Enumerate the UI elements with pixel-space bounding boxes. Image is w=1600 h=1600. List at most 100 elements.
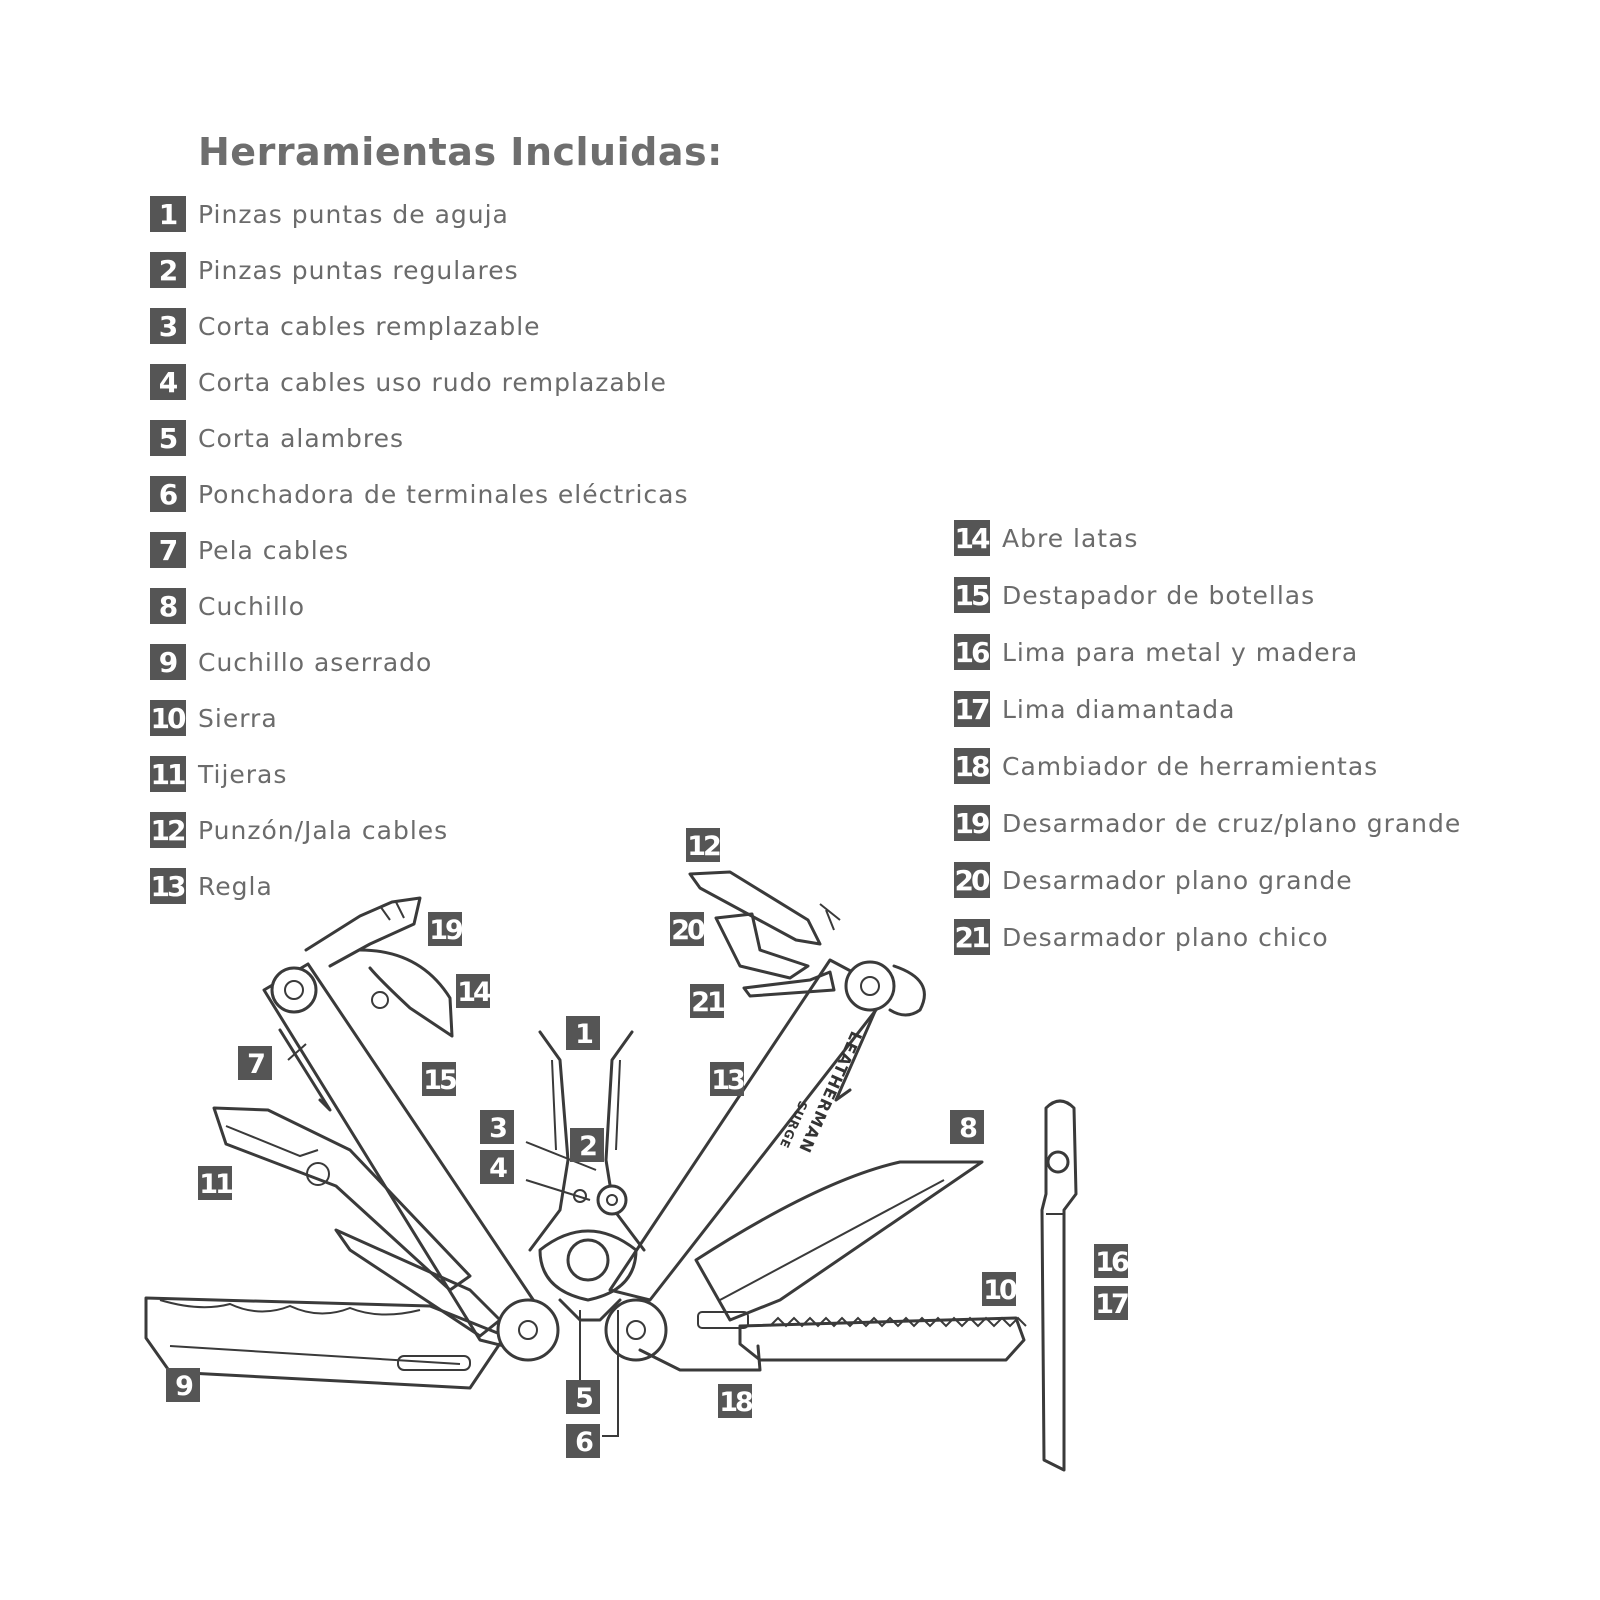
legend-item: 14 Abre latas bbox=[954, 520, 1138, 556]
number-badge: 20 bbox=[954, 862, 990, 898]
legend-label: Corta cables uso rudo remplazable bbox=[198, 367, 667, 397]
number-badge: 6 bbox=[150, 476, 186, 512]
legend-label: Desarmador de cruz/plano grande bbox=[1002, 808, 1462, 838]
number-badge: 9 bbox=[150, 644, 186, 680]
callout-8: 8 bbox=[950, 1110, 984, 1144]
legend-item: 11 Tijeras bbox=[150, 756, 287, 792]
svg-text:3: 3 bbox=[489, 1113, 506, 1144]
legend-item: 17 Lima diamantada bbox=[954, 691, 1235, 727]
callout-10: 10 bbox=[982, 1272, 1020, 1306]
callout-2: 2 bbox=[570, 1128, 604, 1162]
brand-logo-text: LEATHERMAN bbox=[795, 1028, 866, 1156]
number-badge: 1 bbox=[150, 196, 186, 232]
svg-text:17: 17 bbox=[1095, 1289, 1128, 1320]
callout-4: 4 bbox=[480, 1150, 514, 1184]
svg-text:14: 14 bbox=[457, 977, 491, 1008]
scissors-drawing bbox=[212, 1106, 502, 1338]
svg-text:15: 15 bbox=[423, 1065, 456, 1096]
callout-11: 11 bbox=[198, 1166, 235, 1200]
callout-20: 20 bbox=[670, 912, 708, 946]
callout-3: 3 bbox=[480, 1110, 514, 1144]
legend-label: Lima para metal y madera bbox=[1002, 637, 1359, 667]
callout-18: 18 bbox=[718, 1384, 756, 1418]
number-badge: 4 bbox=[150, 364, 186, 400]
leader-lines bbox=[287, 1043, 619, 1437]
number-badge: 12 bbox=[150, 812, 186, 848]
saw-drawing bbox=[738, 1316, 1027, 1362]
number-badge: 2 bbox=[150, 252, 186, 288]
svg-text:2: 2 bbox=[579, 1131, 596, 1162]
legend-label: Regla bbox=[198, 871, 273, 901]
svg-text:21: 21 bbox=[691, 987, 724, 1018]
callout-13: 13 bbox=[710, 1062, 747, 1096]
callout-19: 19 bbox=[428, 912, 466, 946]
legend-item: 6 Ponchadora de terminales eléctricas bbox=[150, 476, 689, 512]
number-badge: 7 bbox=[150, 532, 186, 568]
legend-item: 20 Desarmador plano grande bbox=[954, 862, 1353, 898]
svg-text:8: 8 bbox=[959, 1113, 977, 1144]
legend-label: Desarmador plano grande bbox=[1002, 865, 1353, 895]
svg-text:16: 16 bbox=[1095, 1247, 1129, 1278]
legend-label: Corta alambres bbox=[198, 423, 405, 453]
svg-text:6: 6 bbox=[575, 1427, 593, 1458]
legend-item: 9 Cuchillo aserrado bbox=[150, 644, 432, 680]
svg-text:7: 7 bbox=[247, 1049, 264, 1080]
number-badge: 5 bbox=[150, 420, 186, 456]
svg-text:9: 9 bbox=[175, 1371, 193, 1402]
legend-item: 8 Cuchillo bbox=[150, 588, 305, 624]
legend-label: Cambiador de herramientas bbox=[1002, 751, 1379, 781]
svg-text:4: 4 bbox=[489, 1153, 507, 1184]
number-badge: 14 bbox=[954, 520, 990, 556]
legend-item: 12 Punzón/Jala cables bbox=[150, 812, 448, 848]
callout-5: 5 bbox=[566, 1380, 600, 1414]
callout-12: 12 bbox=[686, 828, 723, 862]
legend-item: 1 Pinzas puntas de aguja bbox=[150, 196, 509, 232]
legend-item: 18 Cambiador de herramientas bbox=[954, 748, 1378, 784]
callout-1: 1 bbox=[566, 1016, 600, 1050]
legend-item: 21 Desarmador plano chico bbox=[954, 919, 1329, 955]
legend-label: Sierra bbox=[198, 703, 278, 733]
legend-label: Corta cables remplazable bbox=[198, 311, 541, 341]
number-badge: 10 bbox=[150, 700, 186, 736]
pliers-drawing bbox=[528, 1030, 646, 1322]
svg-text:13: 13 bbox=[711, 1065, 744, 1096]
legend-label: Cuchillo aserrado bbox=[198, 647, 433, 677]
legend-label: Desarmador plano chico bbox=[1002, 922, 1329, 952]
svg-text:1: 1 bbox=[575, 1019, 592, 1050]
legend-item: 16 Lima para metal y madera bbox=[954, 634, 1358, 670]
callout-9: 9 bbox=[166, 1368, 200, 1402]
number-badge: 16 bbox=[954, 634, 990, 670]
legend-item: 15 Destapador de botellas bbox=[954, 577, 1315, 613]
number-badge: 19 bbox=[954, 805, 990, 841]
legend-item: 4 Corta cables uso rudo remplazable bbox=[150, 364, 667, 400]
callout-14: 14 bbox=[456, 974, 494, 1008]
legend-item: 10 Sierra bbox=[150, 700, 278, 736]
svg-text:11: 11 bbox=[199, 1169, 232, 1200]
callout-7: 7 bbox=[238, 1046, 272, 1080]
callout-16: 16 bbox=[1094, 1244, 1132, 1278]
svg-text:19: 19 bbox=[429, 915, 463, 946]
number-badge: 21 bbox=[954, 919, 990, 955]
bit-driver-drawing bbox=[638, 1311, 762, 1372]
number-badge: 17 bbox=[954, 691, 990, 727]
legend-item: 5 Corta alambres bbox=[150, 420, 404, 456]
legend-label: Punzón/Jala cables bbox=[198, 815, 449, 845]
legend-label: Tijeras bbox=[198, 759, 288, 789]
svg-text:18: 18 bbox=[719, 1387, 753, 1418]
legend-label: Pinzas puntas de aguja bbox=[198, 199, 509, 229]
legend-item: 19 Desarmador de cruz/plano grande bbox=[954, 805, 1461, 841]
svg-text:12: 12 bbox=[687, 831, 720, 862]
legend-item: 7 Pela cables bbox=[150, 532, 349, 568]
number-badge: 8 bbox=[150, 588, 186, 624]
legend-label: Destapador de botellas bbox=[1002, 580, 1316, 610]
number-badge: 15 bbox=[954, 577, 990, 613]
legend-label: Pela cables bbox=[198, 535, 350, 565]
legend-label: Pinzas puntas regulares bbox=[198, 255, 519, 285]
svg-text:5: 5 bbox=[575, 1383, 592, 1414]
callout-15: 15 bbox=[422, 1062, 459, 1096]
page-title: Herramientas Incluidas: bbox=[198, 130, 723, 174]
callout-21: 21 bbox=[690, 984, 727, 1018]
svg-text:20: 20 bbox=[671, 915, 705, 946]
